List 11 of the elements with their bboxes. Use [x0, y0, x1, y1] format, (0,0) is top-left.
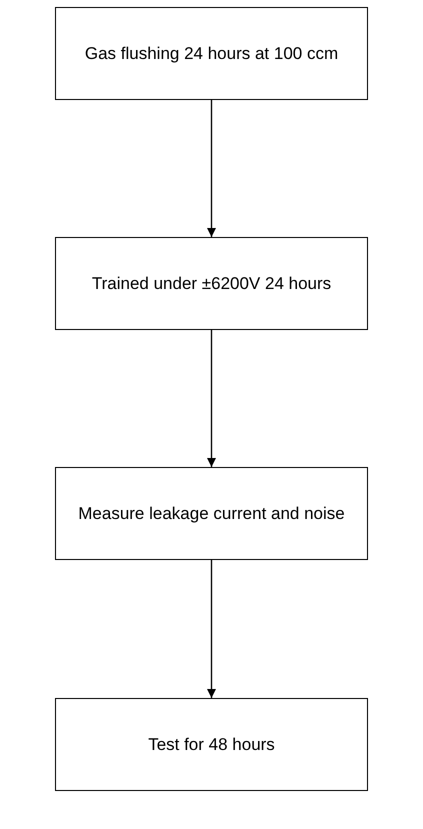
process-box	[55, 467, 368, 560]
step-text: Gas flushing 24 hours at 100 ccm	[84, 44, 338, 64]
step-text: Test for 48 hours	[148, 734, 275, 754]
process-box	[55, 7, 368, 100]
process-box	[55, 698, 368, 791]
arrow	[207, 560, 216, 698]
step-text: Trained under ±6200V 24 hours	[92, 274, 332, 294]
step-text: Measure leakage current and noise	[78, 504, 345, 524]
arrow	[207, 330, 216, 467]
process-box	[55, 237, 368, 330]
arrow	[207, 100, 216, 237]
